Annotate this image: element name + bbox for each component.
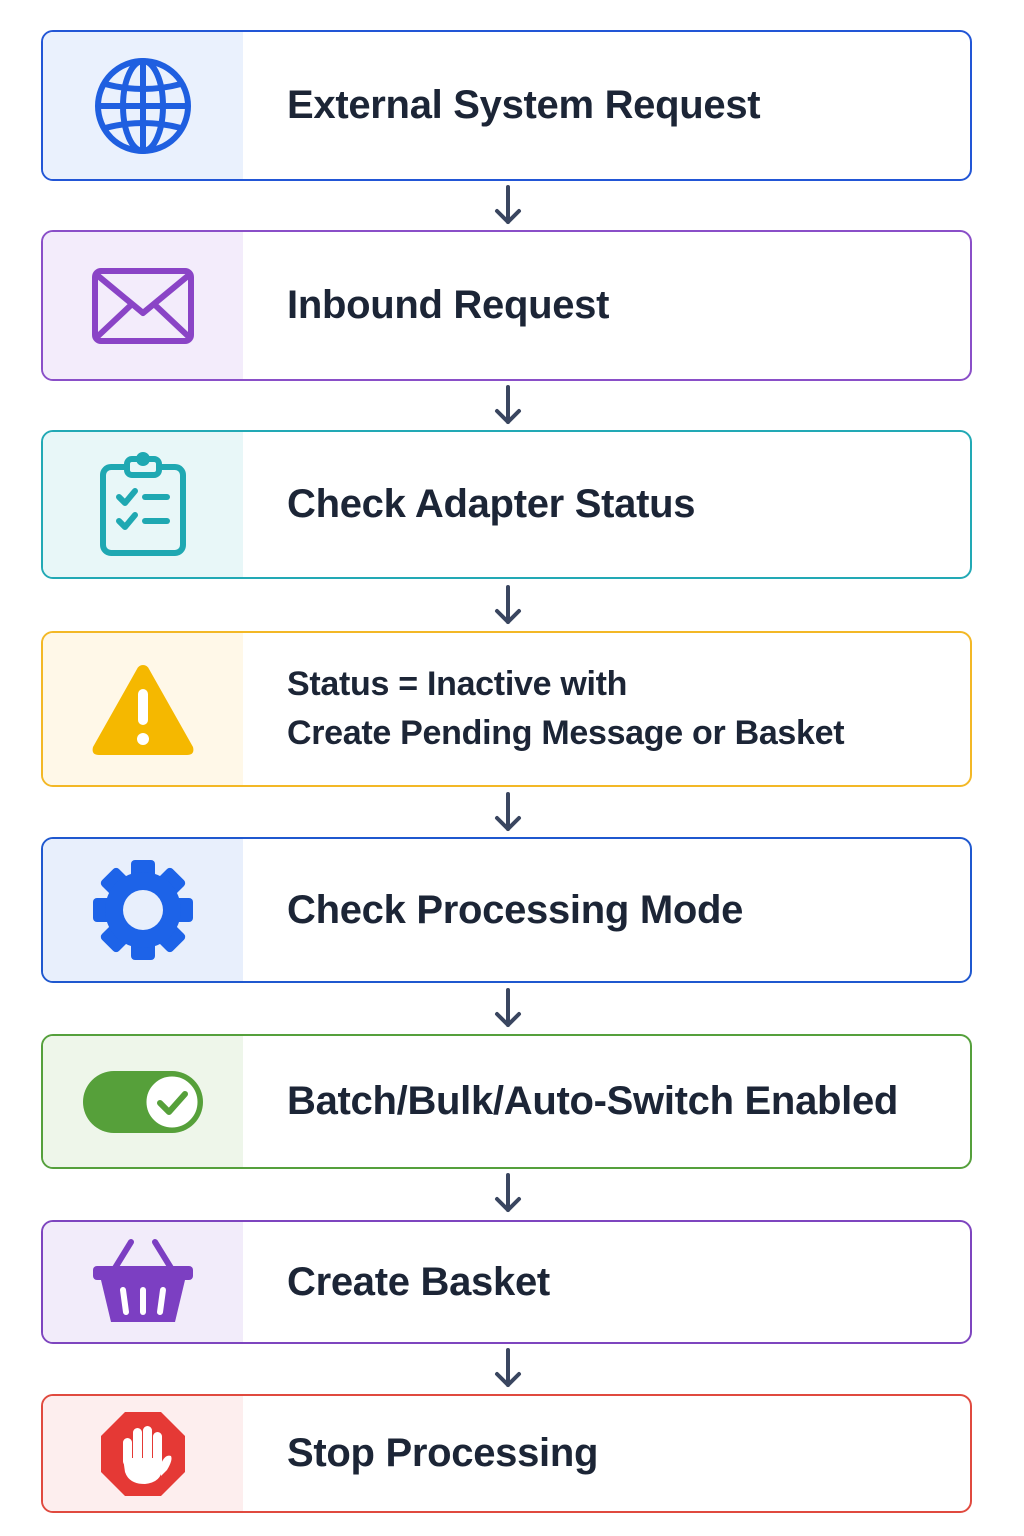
basket-icon [93,1239,193,1322]
clipboard-checklist-icon [100,451,186,556]
warning-icon [92,665,194,755]
step-batch-bulk-auto-switch: Batch/Bulk/Auto-Switch Enabled [41,1034,972,1169]
step-label: External System Request [287,83,761,127]
step-label-line-1: Status = Inactive with [287,665,628,703]
step-create-basket: Create Basket [41,1220,972,1344]
step-icon-pane [43,1036,243,1167]
step-icon-pane [43,232,243,379]
step-label: Create Basket [287,1259,550,1304]
globe-icon [95,57,191,154]
step-label: Stop Processing [287,1431,599,1475]
down-arrow-icon [495,792,521,831]
down-arrow-icon [495,1348,521,1387]
step-label: Inbound Request [287,283,610,327]
envelope-icon [92,267,194,344]
step-label-pane: Status = Inactive with Create Pending Me… [243,633,970,785]
down-arrow-icon [495,585,521,624]
down-arrow-icon [495,1173,521,1212]
step-external-system-request: External System Request [41,30,972,181]
step-label: Status = Inactive with Create Pending Me… [287,660,845,758]
step-label-pane: Check Adapter Status [243,432,970,577]
step-label: Check Processing Mode [287,887,744,932]
step-label-line-2: Create Pending Message or Basket [287,714,845,752]
down-arrow-icon [495,385,521,424]
step-icon-pane [43,432,243,577]
down-arrow-icon [495,988,521,1027]
step-label-pane: Inbound Request [243,232,970,379]
step-label-pane: External System Request [243,32,970,179]
step-label: Check Adapter Status [287,482,696,526]
step-stop-processing: Stop Processing [41,1394,972,1513]
stop-hand-icon [101,1411,185,1496]
step-inbound-request: Inbound Request [41,230,972,381]
step-status-inactive: Status = Inactive with Create Pending Me… [41,631,972,787]
step-icon-pane [43,839,243,981]
step-icon-pane [43,633,243,785]
gear-icon [93,860,193,960]
step-icon-pane [43,32,243,179]
step-label-pane: Check Processing Mode [243,839,970,981]
down-arrow-icon [495,185,521,224]
step-label-pane: Stop Processing [243,1396,970,1511]
step-label: Batch/Bulk/Auto-Switch Enabled [287,1079,899,1123]
step-label-pane: Create Basket [243,1222,970,1342]
step-icon-pane [43,1396,243,1511]
step-check-adapter-status: Check Adapter Status [41,430,972,579]
step-check-processing-mode: Check Processing Mode [41,837,972,983]
toggle-on-icon [83,1070,203,1133]
step-icon-pane [43,1222,243,1342]
step-label-pane: Batch/Bulk/Auto-Switch Enabled [243,1036,970,1167]
